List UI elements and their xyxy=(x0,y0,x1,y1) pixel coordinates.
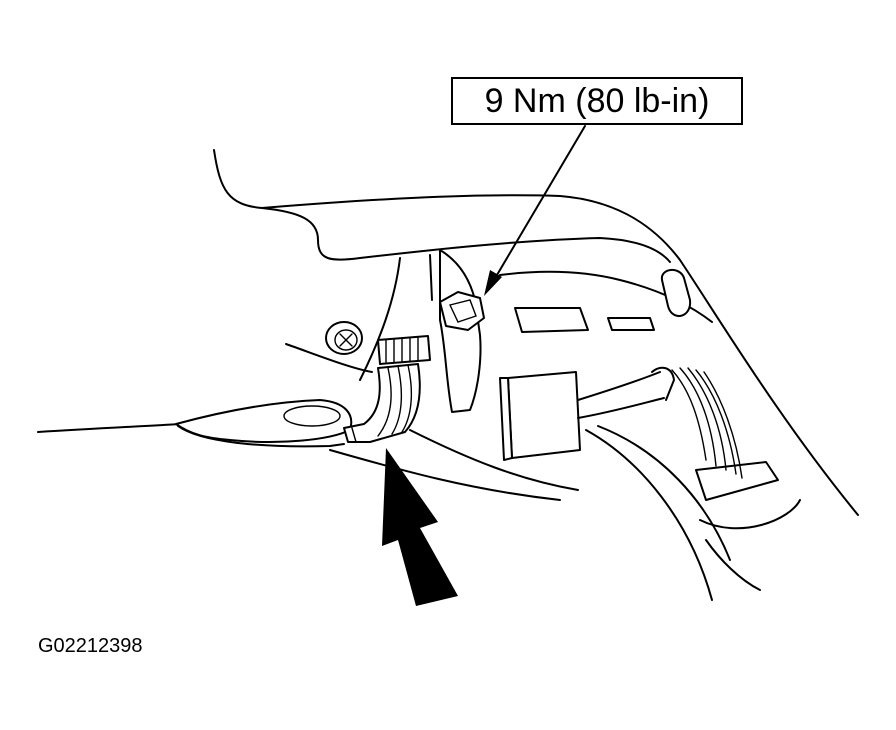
bolt xyxy=(439,291,485,331)
upper-trim-panel xyxy=(213,149,859,516)
torque-callout-box: 9 Nm (80 lb-in) xyxy=(451,77,743,125)
ground-strap xyxy=(37,399,353,448)
connector-boot xyxy=(343,363,421,443)
threaded-grommet xyxy=(377,335,431,365)
wire-harness xyxy=(577,366,779,601)
connector-block xyxy=(499,371,581,461)
screw-head xyxy=(325,321,363,355)
torque-label: 9 Nm (80 lb-in) xyxy=(484,81,710,120)
figure-id: G02212398 xyxy=(38,635,143,657)
lower-body-panel xyxy=(285,343,801,591)
large-pointer-arrow xyxy=(382,448,458,606)
stud-bolt xyxy=(660,269,692,317)
callout-leader-arrow xyxy=(484,125,586,296)
